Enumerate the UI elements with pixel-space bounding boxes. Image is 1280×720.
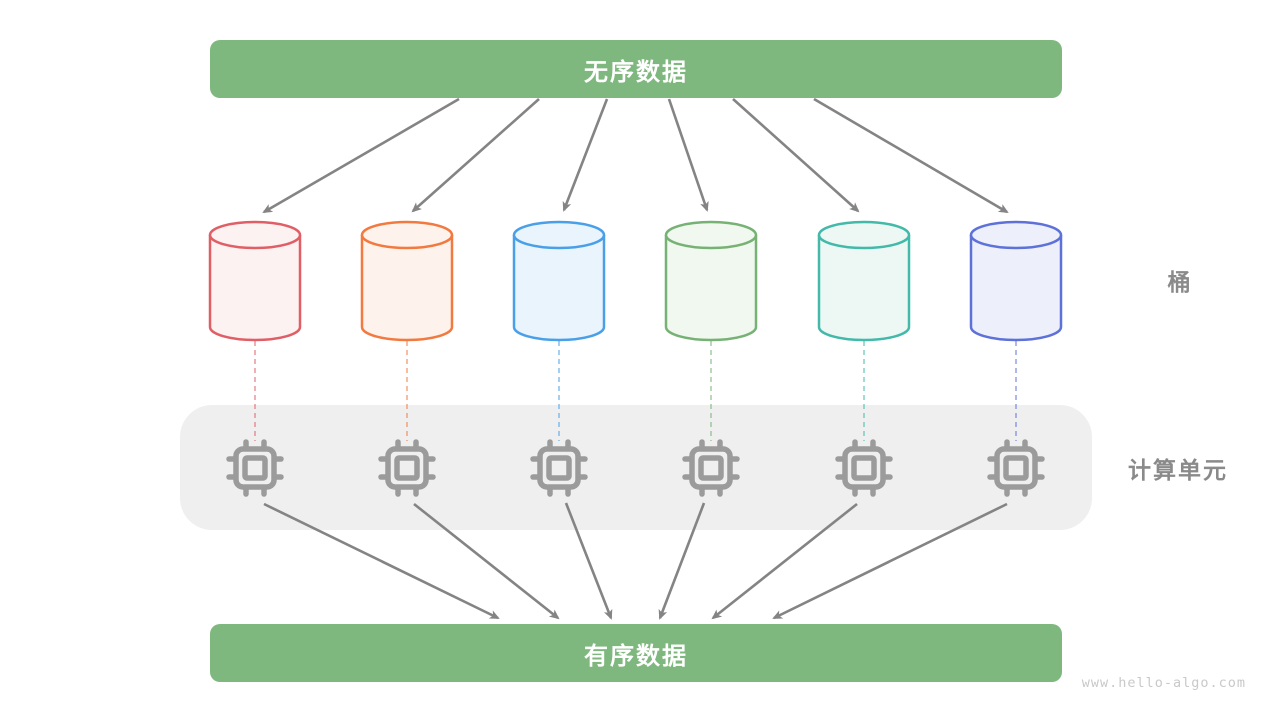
- bucket-cylinder-4: [664, 220, 758, 342]
- arrow: [413, 502, 560, 620]
- arrow: [732, 98, 860, 213]
- buckets-side-label: 桶: [1167, 269, 1193, 295]
- cylinder-top: [969, 220, 1063, 250]
- cylinder-top: [208, 220, 302, 250]
- sorted-data-label: 有序数据: [584, 642, 688, 670]
- buckets-row: [208, 220, 1063, 342]
- bucket-cylinder-6: [969, 220, 1063, 342]
- compute-units-panel: [180, 405, 1092, 530]
- scatter-arrows: [262, 97, 1009, 214]
- arrow: [667, 98, 709, 212]
- arrow: [813, 97, 1009, 214]
- cylinder-body: [664, 235, 758, 342]
- cylinder-body: [512, 235, 606, 342]
- cpu-chip-icon: [533, 442, 585, 494]
- unsorted-data-label: 无序数据: [584, 58, 688, 86]
- merge-arrows: [263, 502, 1008, 620]
- cpu-chip-icon: [381, 442, 433, 494]
- cylinder-body: [969, 235, 1063, 342]
- bucket-cylinder-1: [208, 220, 302, 342]
- bucket-to-cpu-connectors: [254, 341, 1017, 441]
- watermark-url: www.hello-algo.com: [1081, 675, 1246, 691]
- cylinder-top: [512, 220, 606, 250]
- arrow: [411, 98, 540, 213]
- sorted-data-bar: 有序数据: [210, 624, 1062, 682]
- arrow: [658, 502, 706, 620]
- bucket-cylinder-3: [512, 220, 606, 342]
- cpu-chip-icon: [685, 442, 737, 494]
- cylinder-body: [360, 235, 454, 342]
- cylinder-top: [664, 220, 758, 250]
- cylinder-body: [208, 235, 302, 342]
- cylinder-top: [817, 220, 911, 250]
- bucket-cylinder-5: [817, 220, 911, 342]
- arrow: [564, 502, 613, 620]
- arrow: [262, 97, 460, 214]
- cpu-chip-icon: [838, 442, 890, 494]
- cpu-chip-icon: [229, 442, 281, 494]
- arrow: [772, 502, 1008, 620]
- compute-units-side-label: 计算单元: [1128, 457, 1228, 483]
- cpu-chip-icon: [990, 442, 1042, 494]
- unsorted-data-bar: 无序数据: [210, 40, 1062, 98]
- cylinder-body: [817, 235, 911, 342]
- cylinder-top: [360, 220, 454, 250]
- arrow: [711, 502, 858, 620]
- arrow: [263, 502, 500, 620]
- arrow: [562, 98, 609, 212]
- bucket-cylinder-2: [360, 220, 454, 342]
